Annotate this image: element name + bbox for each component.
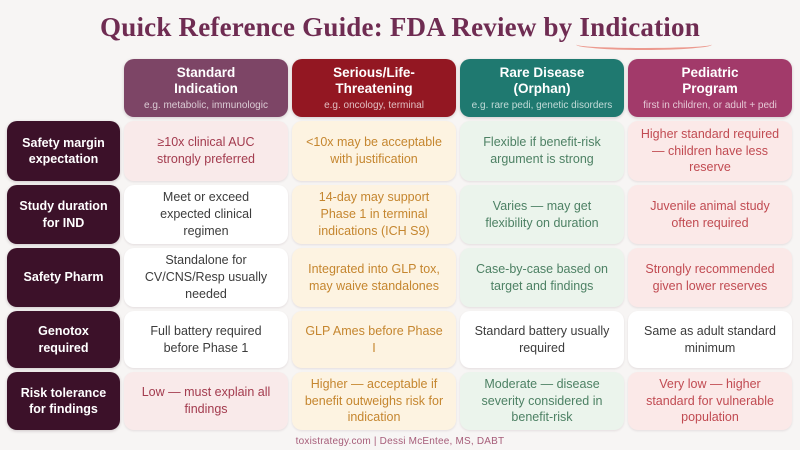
column-header-standard-indication: Standard Indication e.g. metabolic, immu… <box>124 59 288 117</box>
table-cell: Strongly recommended given lower reserve… <box>628 248 792 307</box>
table-cell: GLP Ames before Phase I <box>292 311 456 368</box>
table-cell: Full battery required before Phase 1 <box>124 311 288 368</box>
page-title: Quick Reference Guide: FDA Review by Ind… <box>0 0 800 50</box>
column-subtitle: e.g. oncology, terminal <box>324 100 424 112</box>
reference-table: Standard Indication e.g. metabolic, immu… <box>7 59 792 430</box>
footer-credit: toxistrategy.com | Dessi McEntee, MS, DA… <box>295 436 505 447</box>
table-cell: 14-day may support Phase 1 in terminal i… <box>292 185 456 244</box>
table-cell: Meet or exceed expected clinical regimen <box>124 185 288 244</box>
table-cell: Varies — may get flexibility on duration <box>460 185 624 244</box>
table-cell: Very low — higher standard for vulnerabl… <box>628 372 792 430</box>
column-title: Serious/Life-Threatening <box>333 64 415 96</box>
table-cell: ≥10x clinical AUC strongly preferred <box>124 121 288 181</box>
row-label-genotox-required: Genotox required <box>7 311 120 368</box>
table-cell: Moderate — disease severity considered i… <box>460 372 624 430</box>
table-cell: <10x may be acceptable with justificatio… <box>292 121 456 181</box>
row-label-safety-margin-expectation: Safety margin expectation <box>7 121 120 181</box>
table-cell: Integrated into GLP tox, may waive stand… <box>292 248 456 307</box>
column-subtitle: e.g. metabolic, immunologic <box>144 100 268 112</box>
row-label-risk-tolerance-for-findings: Risk tolerance for findings <box>7 372 120 430</box>
table-cell: Flexible if benefit-risk argument is str… <box>460 121 624 181</box>
table-cell: Standard battery usually required <box>460 311 624 368</box>
page-title-text: Quick Reference Guide: FDA Review by <box>100 12 580 42</box>
column-header-serious-life-threatening: Serious/Life-Threatening e.g. oncology, … <box>292 59 456 117</box>
column-subtitle: e.g. rare pedi, genetic disorders <box>471 100 613 112</box>
column-title: Rare Disease (Orphan) <box>499 64 585 96</box>
table-corner-spacer <box>7 59 120 117</box>
page-title-emphasis: Indication <box>576 12 712 50</box>
column-header-rare-disease-orphan: Rare Disease (Orphan) e.g. rare pedi, ge… <box>460 59 624 117</box>
table-cell: Higher — acceptable if benefit outweighs… <box>292 372 456 430</box>
column-title: Standard Indication <box>174 64 238 96</box>
table-cell: Same as adult standard minimum <box>628 311 792 368</box>
table-cell: Case-by-case based on target and finding… <box>460 248 624 307</box>
table-cell: Standalone for CV/CNS/Resp usually neede… <box>124 248 288 307</box>
column-title: Pediatric Program <box>681 64 739 96</box>
table-cell: Higher standard required — children have… <box>628 121 792 181</box>
table-cell: Juvenile animal study often required <box>628 185 792 244</box>
row-label-study-duration-for-ind: Study duration for IND <box>7 185 120 244</box>
column-subtitle: first in children, or adult + pedi <box>643 100 777 112</box>
table-cell: Low — must explain all findings <box>124 372 288 430</box>
row-label-safety-pharm: Safety Pharm <box>7 248 120 307</box>
column-header-pediatric-program: Pediatric Program first in children, or … <box>628 59 792 117</box>
